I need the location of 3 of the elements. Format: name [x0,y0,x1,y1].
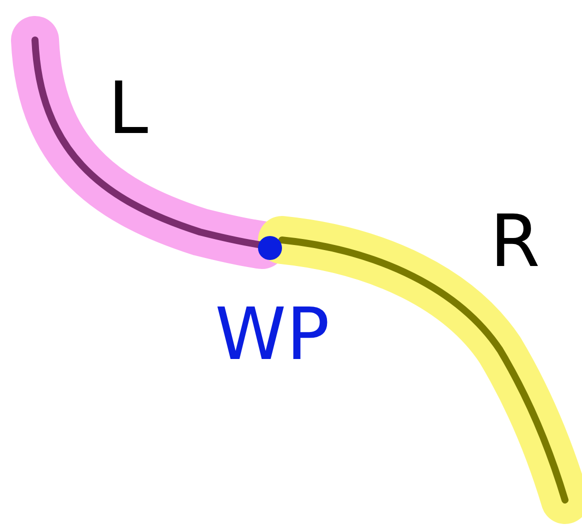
segment-label: L [108,72,148,144]
segment-label: R [490,205,540,277]
point-label: WP [215,298,330,370]
